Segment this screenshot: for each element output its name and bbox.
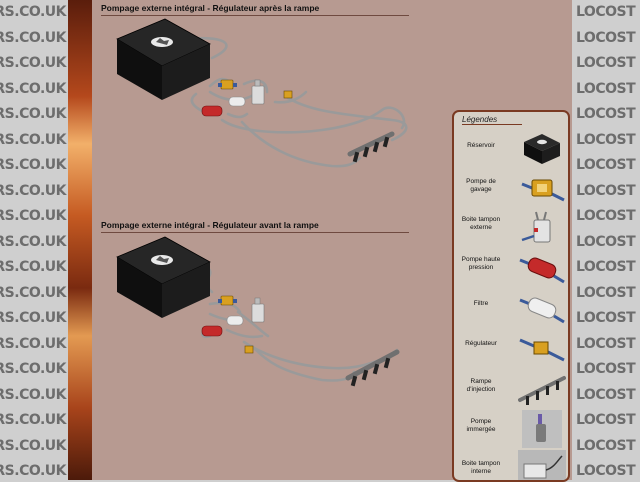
regulator	[283, 90, 293, 99]
legend-label: Réservoir	[467, 142, 495, 149]
watermark-text: DERS.CO.UK	[0, 106, 66, 122]
watermark-text: LOCOST	[576, 386, 636, 403]
legend-item-external-buffer-box: Boite tampon externe	[454, 208, 568, 248]
injection-rail-icon	[518, 376, 566, 405]
external-buffer-box-icon	[521, 211, 551, 243]
legend-label: Régulateur	[465, 340, 497, 347]
high-pressure-pump	[201, 105, 223, 117]
watermark-text: LOCOST	[576, 29, 636, 46]
injection-rail	[347, 131, 395, 163]
watermark-text: DERS.CO.UK	[0, 208, 66, 224]
fuel-system-diagram-2	[116, 236, 400, 387]
tank-icon	[524, 134, 560, 164]
filter	[226, 315, 244, 326]
watermark-text: LOCOST	[576, 4, 636, 20]
watermark-text: LOCOST	[576, 310, 636, 326]
content-panel: Pompage externe intégral - Régulateur ap…	[92, 0, 572, 482]
watermark-text: DERS.CO.UK	[0, 335, 66, 352]
feed-pump	[218, 79, 237, 90]
high-pressure-pump	[201, 325, 223, 337]
watermark-text: DERS.CO.UK	[0, 55, 66, 71]
watermark-text: DERS.CO.UK	[0, 361, 66, 377]
watermark-text: DERS.CO.UK	[0, 4, 66, 20]
watermark-text: LOCOST	[576, 55, 636, 71]
high-pressure-pump-icon	[519, 257, 565, 284]
watermark-text: DERS.CO.UK	[0, 259, 66, 275]
regulator-icon	[519, 338, 565, 362]
watermark-text: LOCOST	[576, 182, 636, 199]
fuel-pipes	[180, 256, 399, 382]
legend-label: Rampe d'injection	[466, 378, 496, 393]
watermark-text: LOCOST	[576, 106, 636, 122]
legend-label: Boite tampon interne	[461, 460, 501, 475]
legend-item-submerged-pump: Pompe immergée	[454, 408, 568, 448]
filter-icon	[519, 297, 565, 324]
watermark-text: LOCOST	[576, 233, 636, 250]
fuel-system-diagram-1	[116, 18, 408, 168]
decorative-flame-stripe	[68, 0, 92, 480]
injection-rail	[345, 349, 400, 387]
watermark-text: DERS.CO.UK	[0, 131, 66, 148]
legend-item-feed-pump: Pompe de gavage	[454, 168, 568, 208]
watermark-text: LOCOST	[576, 437, 636, 454]
watermark-text: LOCOST	[576, 463, 636, 479]
watermark-text: LOCOST	[576, 157, 636, 173]
watermark-text: DERS.CO.UK	[0, 29, 66, 46]
watermark-text: LOCOST	[576, 259, 636, 275]
internal-buffer-box-icon	[518, 450, 566, 480]
watermark-text: DERS.CO.UK	[0, 412, 66, 428]
diagram-1-heading: Pompage externe intégral - Régulateur ap…	[101, 3, 409, 16]
watermark-text: DERS.CO.UK	[0, 182, 66, 199]
regulator	[244, 345, 254, 354]
legend-label: Pompe immergée	[466, 418, 496, 433]
submerged-pump-icon	[522, 410, 562, 448]
tank	[116, 236, 211, 318]
legend-title: Légendes	[462, 115, 522, 125]
watermark-text: DERS.CO.UK	[0, 386, 66, 403]
filter	[228, 96, 246, 107]
diagram-2-heading: Pompage externe intégral - Régulateur av…	[101, 220, 409, 233]
legend-item-regulator: Régulateur	[454, 328, 568, 368]
legend-item-high-pressure-pump: Pompe haute pression	[454, 248, 568, 288]
legend-label: Pompe haute pression	[461, 256, 501, 271]
watermark-text: DERS.CO.UK	[0, 437, 66, 454]
watermark-text: LOCOST	[576, 80, 636, 97]
legend-label: Boite tampon externe	[461, 216, 501, 231]
external-buffer-box	[251, 79, 265, 105]
external-buffer-box	[251, 297, 265, 323]
legend-box: Légendes Réservoir Pompe de gavage Boite…	[452, 110, 570, 482]
watermark-text: LOCOST	[576, 131, 636, 148]
watermark-right: LOCOST LOCOST LOCOST LOCOST LOCOST LOCOST LOCO…	[572, 0, 640, 480]
watermark-text: DERS.CO.UK	[0, 233, 66, 250]
legend-label: Filtre	[473, 300, 489, 307]
fuel-pipes	[180, 36, 408, 168]
watermark-text: LOCOST	[576, 335, 636, 352]
watermark-text: LOCOST	[576, 412, 636, 428]
watermark-text: DERS.CO.UK	[0, 157, 66, 173]
legend-item-injection-rail: Rampe d'injection	[454, 368, 568, 408]
tank	[116, 18, 211, 100]
watermark-text: LOCOST	[576, 361, 636, 377]
feed-pump-icon	[521, 179, 565, 202]
legend-item-filter: Filtre	[454, 288, 568, 328]
feed-pump	[218, 295, 237, 306]
legend-item-tank: Réservoir	[454, 128, 568, 168]
watermark-text: DERS.CO.UK	[0, 463, 66, 479]
watermark-text: DERS.CO.UK	[0, 284, 66, 301]
watermark-text: LOCOST	[576, 208, 636, 224]
watermark-text: DERS.CO.UK	[0, 310, 66, 326]
watermark-text: LOCOST	[576, 284, 636, 301]
legend-label: Pompe de gavage	[466, 178, 496, 193]
watermark-text: DERS.CO.UK	[0, 80, 66, 97]
watermark-left: DERS.CO.UK DERS.CO.UK DERS.CO.UK DERS.CO.UK…	[0, 0, 68, 480]
legend-item-internal-buffer-box: Boite tampon interne	[454, 448, 568, 480]
